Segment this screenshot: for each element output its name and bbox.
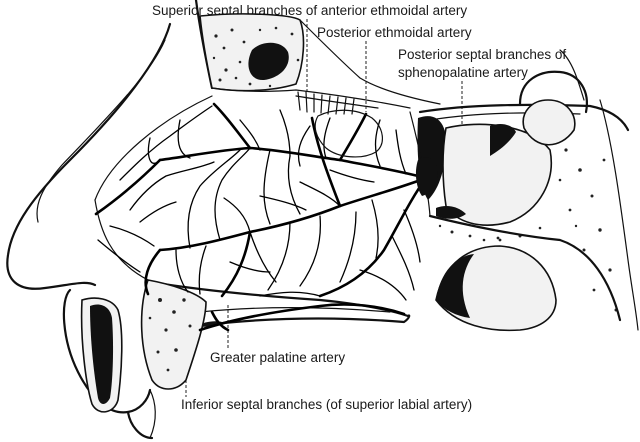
nostril-shadow — [90, 304, 114, 404]
septal-arteries — [94, 102, 428, 332]
frontal-bone — [194, 0, 441, 105]
label-posterior-ethmoidal-artery: Posterior ethmoidal artery — [317, 25, 472, 40]
sphenopalatine-foramen — [415, 157, 438, 196]
frontal-sinus — [248, 42, 289, 81]
label-posterior-septal-line1: Posterior septal branches of — [398, 47, 566, 62]
premaxilla — [140, 279, 207, 390]
sella-turcica — [522, 99, 576, 146]
septal-outline — [94, 95, 431, 281]
sphenopalatine-trunk — [158, 176, 428, 252]
hard-palate — [140, 279, 411, 390]
label-greater-palatine-artery: Greater palatine artery — [210, 350, 345, 365]
nasopharynx — [428, 214, 622, 332]
greater-palatine-trunk — [198, 303, 406, 332]
label-inferior-septal-branches: Inferior septal branches (of superior la… — [181, 397, 472, 412]
label-posterior-septal-line2: sphenopalatine artery — [398, 65, 528, 80]
cribriform-plate — [211, 87, 411, 115]
sphenoid-sinus — [442, 123, 552, 226]
nose-outline — [6, 22, 172, 440]
